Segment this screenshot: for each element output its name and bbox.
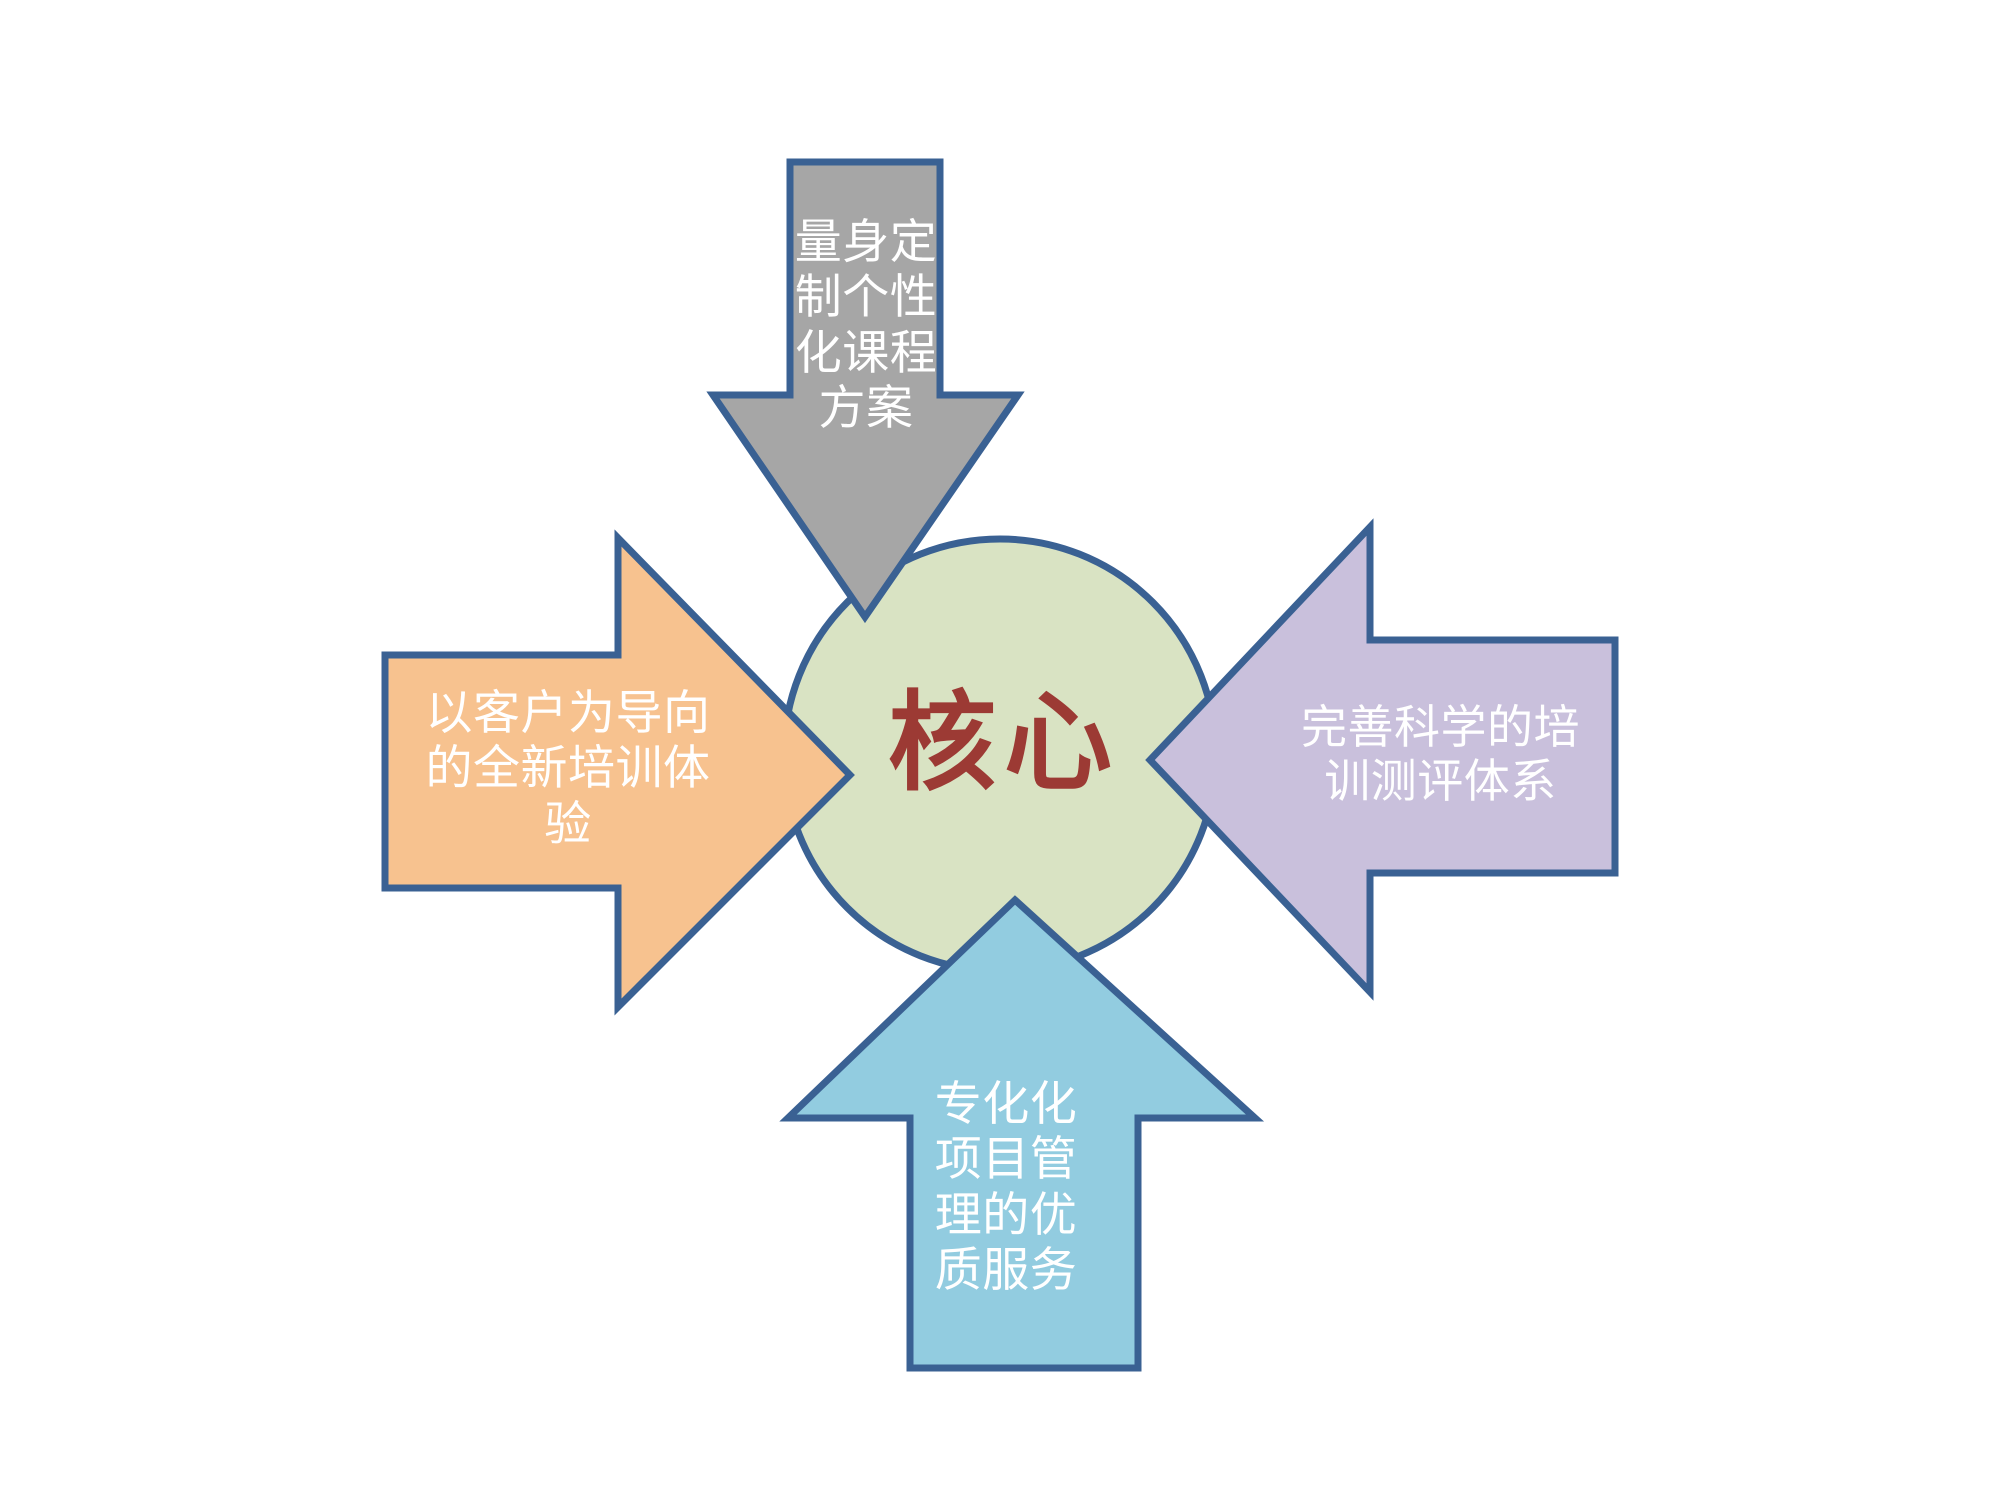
arrow-right[interactable] bbox=[1145, 518, 1619, 1001]
center-label: 核心 bbox=[887, 681, 1120, 806]
arrow-top[interactable] bbox=[706, 158, 1025, 624]
arrow-bottom[interactable] bbox=[779, 895, 1265, 1372]
arrow-left[interactable] bbox=[381, 529, 855, 1016]
